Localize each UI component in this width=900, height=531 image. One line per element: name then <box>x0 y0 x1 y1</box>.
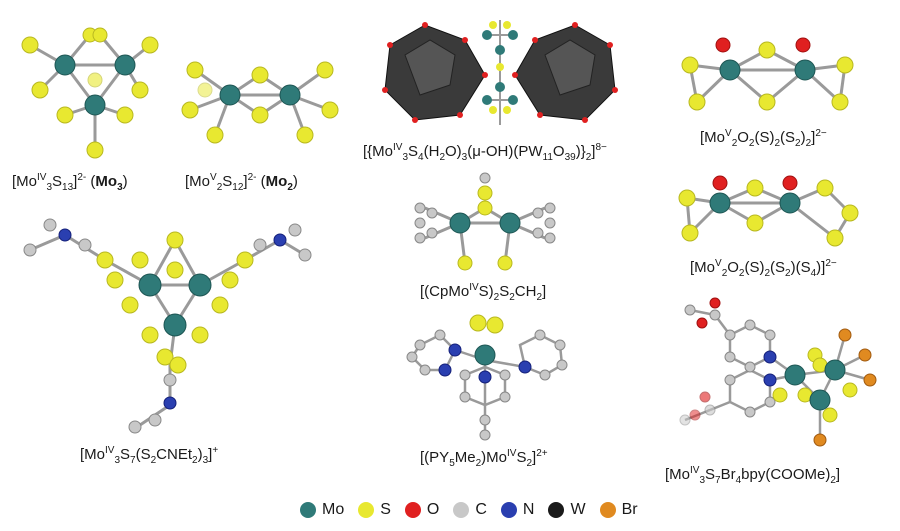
mov-s4-model <box>678 175 859 247</box>
structure-mo2s12 <box>175 40 345 150</box>
structure-mov-s2s2 <box>675 20 865 120</box>
pom-model <box>382 20 618 125</box>
legend-item-mo: Mo <box>300 501 344 519</box>
caption-pom: [{MoIV3S4(H2O)3(μ-OH)(PW11O39)}2]8− <box>363 142 607 163</box>
caption-cp: [(CpMoIVS)2S2CH2] <box>420 282 547 303</box>
w-atom-icon <box>548 502 565 518</box>
c-atom-icon <box>453 502 470 518</box>
mo3s13-model <box>21 27 159 159</box>
structure-cp <box>410 168 560 278</box>
structure-dtc <box>20 205 330 435</box>
mov-s2s2-model <box>681 37 854 111</box>
legend-item-w: W <box>548 501 586 519</box>
s-atom-icon <box>358 502 375 518</box>
structure-py5 <box>400 305 575 445</box>
legend-item-br: Br <box>599 501 638 519</box>
legend-item-s: S <box>358 501 391 519</box>
caption-mo3s13: [MoIV3S13]2- (Mo3) <box>12 172 128 193</box>
structure-bpy <box>670 295 885 460</box>
cp-model <box>414 172 556 271</box>
caption-bpy: [MoIV3S7Br4bpy(COOMe)2] <box>665 465 841 486</box>
legend-item-n: N <box>500 501 534 519</box>
dtc-model <box>23 218 312 434</box>
mo2s12-model <box>181 61 339 144</box>
caption-mov-s2s2: [MoV2O2(S)2(S2)2]2− <box>700 128 827 149</box>
caption-py5: [(PY5Me2)MoIVS2]2+ <box>420 448 548 469</box>
structure-pom <box>375 5 625 135</box>
element-legend: Mo S O C N W Br <box>300 496 638 524</box>
caption-mo2s12: [MoV2S12]2- (Mo2) <box>185 172 298 193</box>
caption-mov-s4: [MoV2O2(S)2(S2)(S4)]2− <box>690 258 837 279</box>
mo-atom-icon <box>300 502 316 518</box>
n-atom-icon <box>500 502 517 518</box>
legend-item-c: C <box>453 501 487 519</box>
br-atom-icon <box>599 502 616 518</box>
structure-mo3s13 <box>10 20 170 170</box>
caption-dtc: [MoIV3S7(S2CNEt2)3]+ <box>80 445 219 466</box>
bpy-model <box>679 297 877 447</box>
legend-item-o: O <box>404 501 439 519</box>
py5-model <box>406 314 568 441</box>
o-atom-icon <box>404 502 421 518</box>
structure-mov-s4 <box>675 168 865 258</box>
